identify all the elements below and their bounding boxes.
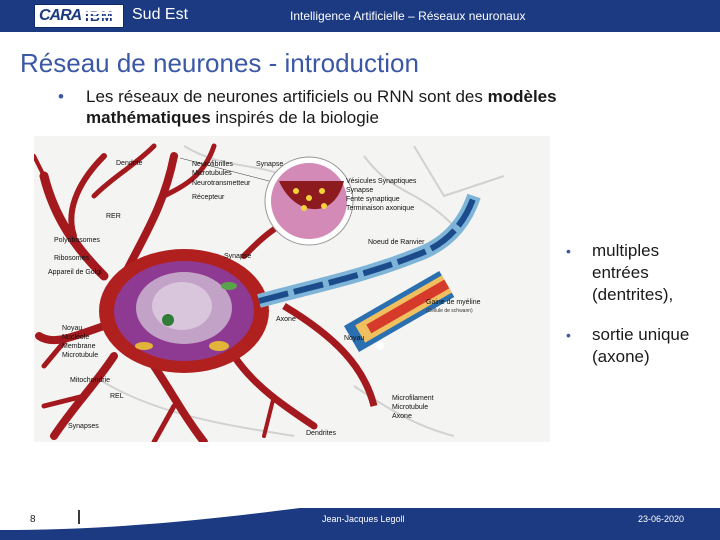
- label-axone: Axone: [276, 316, 296, 323]
- label-rer: RER: [106, 213, 121, 220]
- label-ribosomes: Ribosomes: [54, 255, 90, 262]
- side-bullet-output-text: sortie unique (axone): [566, 324, 716, 368]
- label-nucleole: Nucléole: [62, 334, 89, 341]
- cara-ibm-logo: CARA IBM: [34, 4, 124, 28]
- side-bullet-output: • sortie unique (axone): [566, 324, 716, 368]
- footer-author: Jean-Jacques Legoll: [322, 514, 405, 524]
- label-gaine: Gaine de myéline: [426, 299, 481, 306]
- side-bullet-dot: •: [566, 324, 571, 346]
- label-gaine-sub: (Cellule de schwann): [426, 308, 473, 314]
- label-microfilament: Microfilament: [392, 395, 434, 402]
- page-number: 8: [30, 514, 36, 525]
- header-title: Intelligence Artificielle – Réseaux neur…: [290, 9, 525, 23]
- page-separator: [78, 510, 80, 524]
- logo-cara-text: CARA: [39, 7, 81, 25]
- label-synapse-top: Synapse: [256, 161, 283, 168]
- neuron-illustration: Dendrite Neurofibrilles Microtubules Neu…: [34, 136, 550, 442]
- label-microtubule-left: Microtubule: [62, 352, 98, 359]
- label-fente: Fente synaptique: [346, 196, 400, 203]
- label-recepteur: Récepteur: [192, 194, 225, 201]
- main-bullet: • Les réseaux de neurones artificiels ou…: [60, 86, 580, 128]
- label-dendrites: Dendrites: [306, 430, 336, 437]
- label-neurotransmetteur: Neurotransmetteur: [192, 180, 251, 187]
- label-noeud-ranvier: Noeud de Ranvier: [368, 239, 425, 246]
- label-microtubules: Microtubules: [192, 170, 232, 177]
- label-synapse-axo: Synapse: [346, 187, 373, 194]
- label-dendrite: Dendrite: [116, 160, 143, 167]
- label-microtubule-right: Microtubule: [392, 404, 428, 411]
- label-golgi: Appareil de Golgi: [48, 269, 102, 276]
- label-vesicules: Vésicules Synaptiques: [346, 178, 417, 185]
- logo-ibm-text: IBM: [85, 8, 114, 24]
- label-noyau-right: Noyau: [344, 335, 364, 342]
- bullet-end: inspirés de la biologie: [211, 108, 379, 127]
- main-bullet-text: Les réseaux de neurones artificiels ou R…: [60, 86, 580, 128]
- label-membrane: Membrane: [62, 343, 96, 350]
- label-mitochondrie: Mitochondrie: [70, 377, 110, 384]
- neuron-diagram: Dendrite Neurofibrilles Microtubules Neu…: [34, 136, 550, 442]
- side-bullet-dot: •: [566, 240, 571, 262]
- label-neurofibrilles: Neurofibrilles: [192, 161, 233, 168]
- label-synapse-mid: Synapse: [224, 253, 251, 260]
- label-synapses-bottom: Synapses: [68, 423, 99, 430]
- label-terminaison: Terminaison axonique: [346, 205, 414, 212]
- header-subtitle: Sud Est: [132, 6, 188, 24]
- footer-bar: [0, 508, 720, 540]
- label-polyribosomes: Polyribosomes: [54, 237, 100, 244]
- side-bullet-inputs: • multiples entrées (dentrites),: [566, 240, 716, 306]
- footer-date: 23-06-2020: [638, 514, 684, 524]
- bullet-intro: Les réseaux de neurones artificiels ou R…: [86, 87, 488, 106]
- label-rel: REL: [110, 393, 124, 400]
- bullet-dot: •: [58, 86, 64, 107]
- side-bullet-inputs-text: multiples entrées (dentrites),: [566, 240, 716, 306]
- label-axone-right: Axone: [392, 413, 412, 420]
- label-noyau: Noyau: [62, 325, 82, 332]
- slide-title: Réseau de neurones - introduction: [20, 48, 419, 79]
